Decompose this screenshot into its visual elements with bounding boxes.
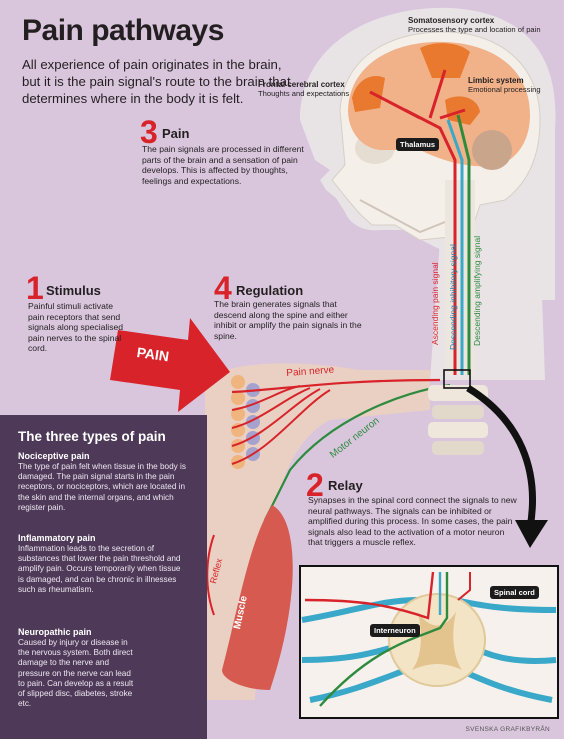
amplifying-pathway <box>456 114 471 375</box>
inset-red-loop <box>457 572 471 601</box>
pain-nerve <box>231 378 441 394</box>
brain-arrow-frontal <box>369 90 421 120</box>
panel-heading: The three types of pain <box>18 429 166 444</box>
pain-nerve-branch <box>231 387 311 429</box>
somatosensory-title: Somatosensory cortex <box>408 16 495 25</box>
somatosensory-cortex-region <box>420 43 470 78</box>
limbic-title: Limbic system <box>468 76 524 85</box>
step-1-heading: Stimulus <box>46 283 101 298</box>
pain-type-text: Inflammation leads to the secretion of s… <box>18 544 181 594</box>
ascending-label: Ascending pain signal <box>430 262 440 345</box>
frontal-desc: Thoughts and expectations <box>258 89 350 98</box>
frontal-title: Frontal cerebral cortex <box>258 80 345 89</box>
pain-type-name: Neuropathic pain <box>18 627 92 637</box>
step-3-text: The pain signals are processed in differ… <box>142 144 304 186</box>
step-2-heading: Relay <box>328 478 363 493</box>
pain-type-name: Inflammatory pain <box>18 533 96 543</box>
step-1-number: 1 <box>26 270 44 306</box>
step-4-text: The brain generates signals that descend… <box>214 299 362 341</box>
cerebellum <box>472 130 512 170</box>
ascending-pathway <box>404 108 457 375</box>
frontal-label: Frontal cerebral cortex Thoughts and exp… <box>258 80 368 98</box>
step-3-number: 3 <box>140 114 158 150</box>
muscle <box>222 505 293 690</box>
jaw <box>359 199 451 234</box>
brain-arrow-somato <box>428 69 447 119</box>
inhibitory-pathway <box>446 119 464 375</box>
inset-amplifying <box>319 572 449 707</box>
frontal-cortex-region <box>352 76 385 112</box>
step-3-heading: Pain <box>162 126 190 141</box>
pain-type-name: Nociceptive pain <box>18 451 90 461</box>
credit: SVENSKA GRAFIKBYRÅN <box>465 726 550 733</box>
step-1-text: Painful stimuli activate pain receptors … <box>28 301 124 354</box>
step-2-number: 2 <box>306 467 324 503</box>
pain-types-panel: The three types of pain Nociceptive pain… <box>0 415 207 739</box>
pain-arrow <box>110 318 230 412</box>
limbic-desc: Emotional processing <box>468 85 541 94</box>
amplifying-label: Descending amplifying signal <box>472 235 482 346</box>
brain-arrow-limbic <box>439 108 466 120</box>
step-2-text: Synapses in the spinal cord connect the … <box>308 495 517 548</box>
spinal-cord-tag: Spinal cord <box>490 586 539 599</box>
inset-grey-matter <box>412 612 462 670</box>
zoom-arrowhead <box>515 520 548 548</box>
intro-text: All experience of pain originates in the… <box>22 57 291 106</box>
vertebrae <box>428 385 488 455</box>
synapse-box <box>443 369 471 389</box>
pain-type-text: The type of pain felt when tissue in the… <box>18 462 186 512</box>
interneuron-tag: Interneuron <box>370 624 420 637</box>
pain-nerve-branch <box>231 389 331 465</box>
somatosensory-desc: Processes the type and location of pain <box>408 25 541 34</box>
limbic-label: Limbic system Emotional processing <box>468 76 558 94</box>
inset-ascending <box>304 571 435 620</box>
pain-nerve-branch <box>231 388 321 447</box>
somatosensory-label: Somatosensory cortex Processes the type … <box>408 16 558 34</box>
reflex-arc <box>206 534 215 616</box>
step-4-number: 4 <box>214 270 232 306</box>
pain-nerve-branch <box>231 385 301 411</box>
inhibitory-label: Descending inhibitory signal <box>448 244 458 350</box>
pain-type-text: Caused by injury or disease in the nervo… <box>18 638 134 709</box>
zoom-arrow <box>466 385 536 529</box>
step-4-heading: Regulation <box>236 283 304 298</box>
page-title: Pain pathways <box>22 14 224 47</box>
thalamus-tag: Thalamus <box>396 138 440 151</box>
